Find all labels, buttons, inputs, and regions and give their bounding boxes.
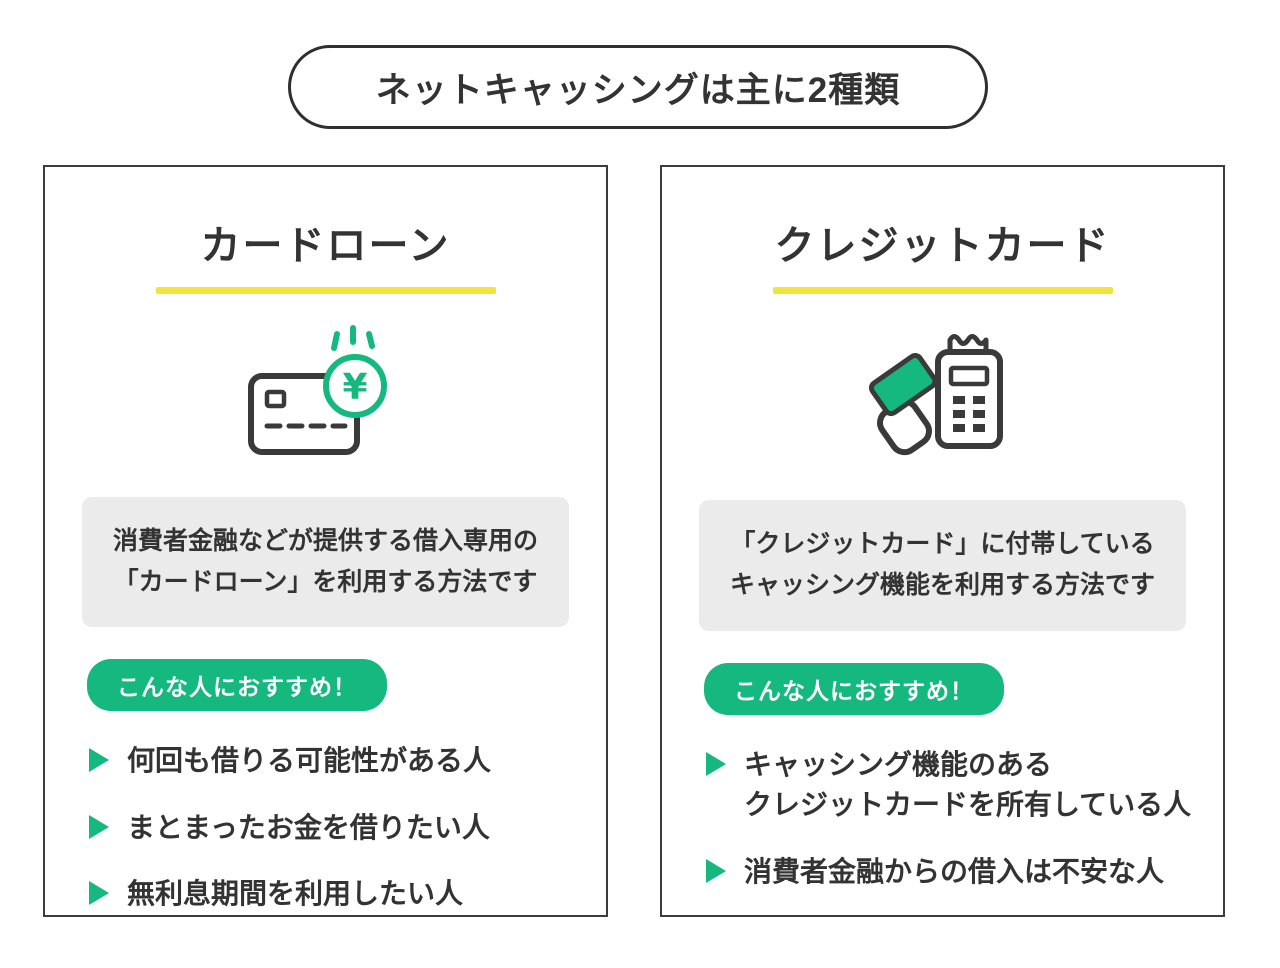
list-item: キャッシング機能のある クレジットカードを所有している人 — [706, 745, 1223, 826]
bullet-label: キャッシング機能のある クレジットカードを所有している人 — [744, 748, 1192, 821]
recommend-badge: こんな人におすすめ！ — [704, 662, 1004, 715]
card-loan-yen-icon-svg: ¥ — [247, 325, 387, 456]
card-loan-description: 消費者金融などが提供する借入専用の 「カードローン」を利用する方法です — [82, 496, 569, 628]
credit-card-description: 「クレジットカード」に付帯している キャッシング機能を利用する方法です — [699, 500, 1186, 631]
page-title-text: ネットキャッシングは主に2種類 — [375, 70, 901, 110]
list-item: 何回も借りる可能性がある人 — [89, 741, 606, 782]
bullet-label: まとまったお金を借りたい人 — [127, 811, 490, 843]
arrow-right-icon — [89, 881, 109, 906]
yellow-underline — [772, 287, 1113, 294]
svg-text:¥: ¥ — [342, 367, 367, 408]
arrow-right-icon — [706, 858, 726, 883]
yellow-underline — [155, 287, 496, 294]
bullet-label: 無利息期間を利用したい人 — [127, 878, 464, 910]
bullet-label: 何回も借りる可能性がある人 — [127, 745, 492, 777]
credit-card-panel: クレジットカード — [660, 165, 1235, 927]
credit-card-heading: クレジットカード — [774, 224, 1111, 268]
card-loan-panel: カードローン ¥ 消費者金融などが提供する借入専用の 「カードローン」を利用する… — [43, 165, 618, 927]
card-loan-heading: カードローン — [200, 224, 451, 268]
arrow-right-icon — [706, 751, 726, 776]
arrow-right-icon — [89, 814, 109, 839]
recommend-badge: こんな人におすすめ！ — [87, 659, 387, 712]
bullet-label: 消費者金融からの借入は不安な人 — [744, 855, 1165, 887]
arrow-right-icon — [89, 748, 109, 773]
list-item: まとまったお金を借りたい人 — [89, 808, 606, 849]
page-title: ネットキャッシングは主に2種類 — [288, 45, 988, 129]
credit-card-bullet-list: キャッシング機能のある クレジットカードを所有している人 消費者金融からの借入は… — [706, 745, 1223, 893]
list-item: 無利息期間を利用したい人 — [89, 874, 606, 915]
card-loan-yen-icon: ¥ — [241, 316, 411, 479]
credit-card-payment-icon-svg — [868, 334, 1003, 456]
list-item: 消費者金融からの借入は不安な人 — [706, 852, 1223, 893]
card-loan-bullet-list: 何回も借りる可能性がある人 まとまったお金を借りたい人 無利息期間を利用したい人 — [89, 741, 606, 915]
credit-card-payment-icon — [858, 316, 1028, 482]
